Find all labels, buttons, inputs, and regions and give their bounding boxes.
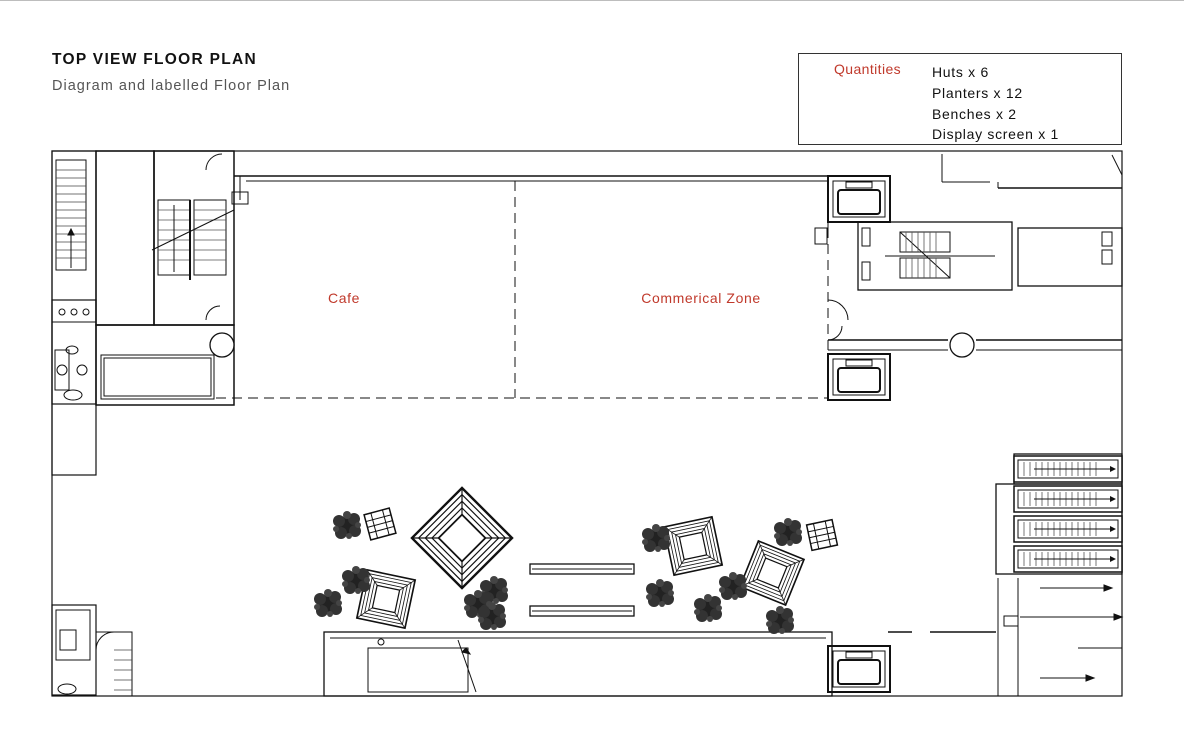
hut xyxy=(739,540,805,606)
hut xyxy=(663,516,723,576)
plan-boundary xyxy=(51,150,1123,697)
zone-walls xyxy=(216,175,1122,399)
escalator xyxy=(1013,455,1123,483)
planter xyxy=(774,518,802,546)
planter xyxy=(342,566,370,594)
quantity-item: Huts x 6 xyxy=(932,64,989,80)
planter xyxy=(642,524,670,552)
lower-right-entry xyxy=(888,578,1124,696)
quantities-label: Quantities xyxy=(834,61,902,77)
lift xyxy=(827,175,891,223)
upper-right-core xyxy=(814,154,1123,291)
hut xyxy=(410,486,514,590)
quantity-item: Planters x 12 xyxy=(932,84,1023,101)
planter xyxy=(314,589,342,617)
escalator xyxy=(1013,485,1123,513)
page-subtitle: Diagram and labelled Floor Plan xyxy=(52,78,291,94)
escalator xyxy=(1013,545,1123,573)
hut xyxy=(363,507,397,541)
quantities-box: Quantities Huts x 6 Planters x 12 Benche… xyxy=(798,53,1122,145)
planter xyxy=(646,579,674,607)
bench xyxy=(529,563,635,575)
lift xyxy=(827,645,891,693)
stair-core xyxy=(95,150,235,406)
bench xyxy=(529,605,635,617)
page-title: TOP VIEW FLOOR PLAN xyxy=(52,51,257,68)
quantities-list: Huts x 6 Planters x 12 Benches x 2 Displ… xyxy=(932,62,1059,145)
column xyxy=(209,332,235,358)
zone-label-cafe: Cafe xyxy=(328,290,360,306)
planter xyxy=(766,606,794,634)
quantity-item: Display screen x 1 xyxy=(932,126,1059,143)
hut xyxy=(805,518,839,552)
planter xyxy=(333,511,361,539)
lower-retail-strip xyxy=(323,631,833,697)
top-border xyxy=(0,0,1184,1)
escalator xyxy=(1013,515,1123,543)
left-service-core xyxy=(51,150,133,697)
planter xyxy=(719,572,747,600)
column xyxy=(949,332,975,358)
zone-label-commercial: Commerical Zone xyxy=(641,290,760,306)
planter xyxy=(694,594,722,622)
quantity-item: Benches x 2 xyxy=(932,105,1017,122)
lift xyxy=(827,353,891,401)
